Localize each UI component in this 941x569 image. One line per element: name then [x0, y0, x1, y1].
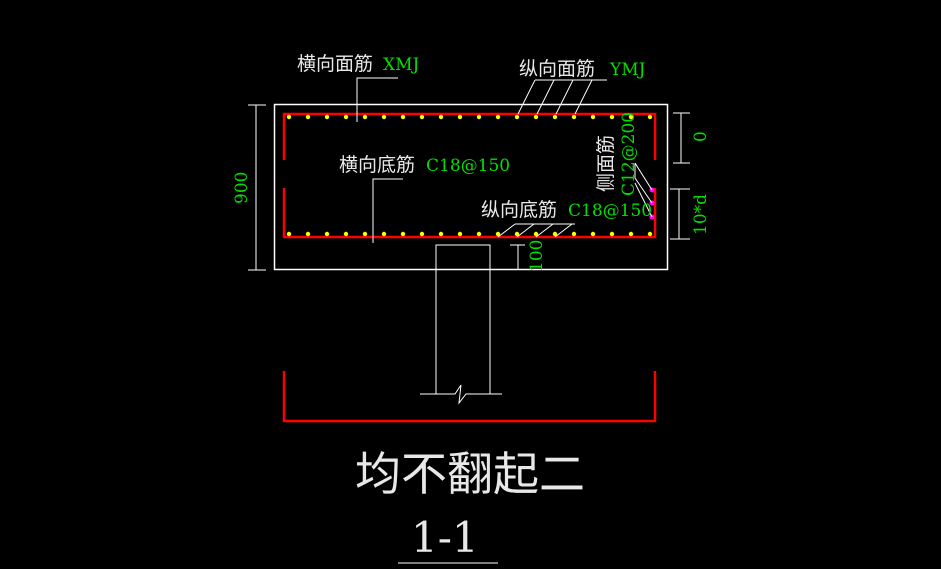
rebar-dot [381, 231, 387, 237]
label-bottom-transverse: 横向底筋 [339, 154, 415, 176]
rebar-dot [571, 231, 577, 237]
rebar-dot [476, 114, 482, 120]
rebar-dot [305, 114, 311, 120]
rebar-dot [438, 231, 444, 237]
code-top-transverse: XMJ [383, 55, 420, 75]
rebar-dot [533, 114, 539, 120]
dim-column-embed: 100 [527, 240, 547, 272]
top-rebar [282, 112, 657, 160]
label-bottom-longitudinal: 纵向底筋 [481, 199, 557, 221]
leader-line [517, 79, 536, 115]
code-bottom-longitudinal: C18@150 [568, 201, 652, 221]
rebar-dot [457, 231, 463, 237]
leader-line [574, 79, 593, 115]
leader-line [372, 178, 403, 243]
rebar-dot [647, 114, 653, 120]
leader-line [634, 162, 653, 191]
rebar-dot [476, 231, 482, 237]
rebar-dot [571, 114, 577, 120]
rebar-dot [628, 114, 634, 120]
leader-line [634, 182, 653, 218]
rebar-dot [400, 231, 406, 237]
rebar-dot [647, 231, 653, 237]
rebar-dot [457, 114, 463, 120]
rebar-dot [590, 231, 596, 237]
label-side-bar: 侧面筋 [595, 135, 617, 192]
rebar-dot [514, 114, 520, 120]
rebar-dot [381, 114, 387, 120]
rebar-dot [590, 114, 596, 120]
rebar-dot [495, 114, 501, 120]
code-top-longitudinal: YMJ [609, 60, 646, 80]
rebar-dot [324, 231, 330, 237]
dim-side-lap: 10*d [691, 194, 711, 235]
label-top-transverse: 横向面筋 [297, 53, 373, 75]
rebar-dot [609, 114, 615, 120]
rebar-dot [305, 231, 311, 237]
rebar-dot [324, 114, 330, 120]
rebar-dot [438, 114, 444, 120]
leader-line [497, 223, 516, 238]
rebar-dot [419, 114, 425, 120]
rebar-dot [419, 231, 425, 237]
rebar-dot [362, 114, 368, 120]
code-side-bar: C12@200 [619, 112, 639, 196]
break-line [420, 384, 502, 405]
code-bottom-transverse: C18@150 [426, 156, 510, 176]
column [435, 244, 491, 394]
rebar-dot [533, 231, 539, 237]
dim-top-cover: 0 [691, 131, 711, 142]
leader-line [535, 223, 554, 238]
slab-outline [273, 103, 669, 271]
top-rebar-dots [286, 114, 653, 120]
bottom-rebar [282, 188, 657, 239]
rebar-dot [286, 231, 292, 237]
leader-line [555, 79, 574, 115]
leader-line [516, 223, 535, 238]
column-rebar [282, 371, 657, 423]
rebar-dot [400, 114, 406, 120]
rebar-dot [362, 231, 368, 237]
section-label: 1-1 [411, 513, 479, 562]
leader-line [536, 79, 555, 115]
rebar-dot [514, 231, 520, 237]
rebar-dot [343, 231, 349, 237]
dim-height: 900 [232, 172, 252, 204]
bottom-rebar-dots [286, 231, 653, 237]
rebar-dot [495, 231, 501, 237]
rebar-dot [609, 231, 615, 237]
rebar-dot [343, 114, 349, 120]
leader-line [356, 77, 398, 122]
leader-line [554, 223, 573, 238]
rebar-dot [628, 231, 634, 237]
label-top-longitudinal: 纵向面筋 [519, 58, 595, 80]
rebar-dot [286, 114, 292, 120]
drawing-title: 均不翻起二 [355, 447, 585, 501]
leader-line [634, 163, 653, 204]
rebar-dot [552, 231, 558, 237]
rebar-dot [552, 114, 558, 120]
